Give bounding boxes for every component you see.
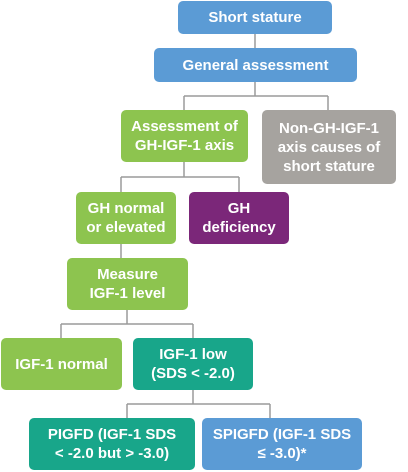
gh-deficiency-node: GH deficiency: [189, 192, 289, 244]
igf1-low-node: IGF-1 low (SDS < -2.0): [133, 338, 253, 390]
measure-igf1-node: Measure IGF-1 level: [67, 258, 188, 310]
spigfd-node: SPIGFD (IGF-1 SDS ≤ -3.0)*: [202, 418, 362, 470]
assessment-gh-igf1-node: Assessment of GH-IGF-1 axis: [121, 110, 248, 162]
igf1-normal-node: IGF-1 normal: [1, 338, 122, 390]
non-gh-igf1-node: Non-GH-IGF-1 axis causes of short statur…: [262, 110, 396, 184]
gh-normal-node: GH normal or elevated: [76, 192, 176, 244]
short-stature-node: Short stature: [178, 1, 332, 34]
general-assessment-node: General assessment: [154, 48, 357, 82]
pigfd-node: PIGFD (IGF-1 SDS < -2.0 but > -3.0): [29, 418, 195, 470]
